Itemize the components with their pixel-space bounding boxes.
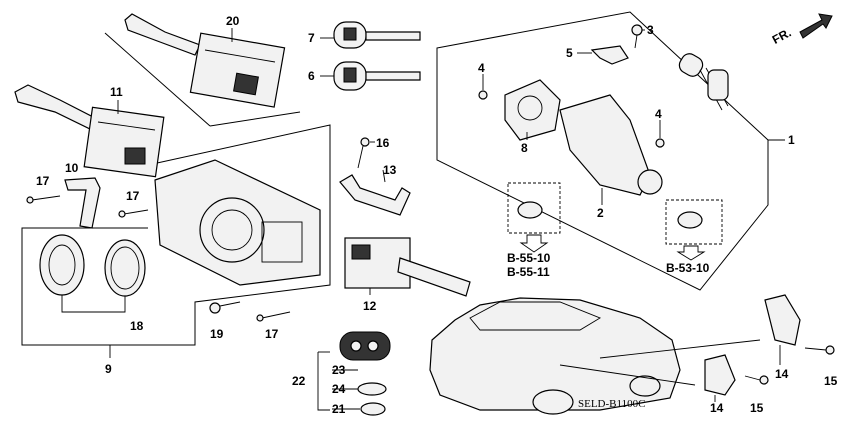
part-label: 21 bbox=[332, 402, 346, 416]
part-label: 23 bbox=[332, 363, 346, 377]
part-label: 15 bbox=[750, 401, 764, 415]
part-label: 19 bbox=[210, 327, 224, 341]
part-label: 8 bbox=[521, 141, 528, 155]
part-label: 5 bbox=[566, 46, 573, 60]
switch-base-line bbox=[104, 32, 301, 127]
part-label: 2 bbox=[597, 206, 604, 220]
part-label: 6 bbox=[308, 69, 315, 83]
screw-part bbox=[26, 195, 291, 322]
lock-set-frame bbox=[436, 11, 785, 291]
part-label: 7 bbox=[308, 31, 315, 45]
part-label: 1 bbox=[788, 133, 795, 147]
part-label: 17 bbox=[126, 189, 140, 203]
front-direction-arrow-icon bbox=[799, 13, 833, 39]
key-part bbox=[333, 21, 421, 91]
bolt-part bbox=[209, 301, 241, 314]
part-label: 24 bbox=[332, 382, 346, 396]
steering-lock-part bbox=[559, 94, 663, 196]
part-label: 14 bbox=[710, 401, 724, 415]
part-label: 12 bbox=[363, 299, 377, 313]
vehicle-outline bbox=[429, 297, 761, 415]
part-label: 10 bbox=[65, 161, 79, 175]
leader-lines bbox=[109, 28, 781, 410]
part-label: 11 bbox=[110, 85, 123, 99]
part-label: 14 bbox=[775, 367, 789, 381]
trunk-cylinder-box bbox=[665, 199, 723, 261]
combination-switch-frame bbox=[21, 124, 331, 346]
bracket-part bbox=[64, 177, 101, 229]
part-label: 13 bbox=[383, 163, 397, 177]
drawing-code: SELD-B1100C bbox=[578, 398, 645, 410]
part-label: 18 bbox=[130, 319, 144, 333]
part-label: 22 bbox=[292, 374, 306, 388]
orientation-label: FR. bbox=[770, 25, 794, 46]
section-reference: B-53-10 bbox=[666, 261, 710, 275]
door-cylinder-box bbox=[507, 182, 561, 253]
bolt-part bbox=[357, 137, 370, 169]
cruise-switch-part bbox=[344, 237, 471, 297]
key-part bbox=[678, 53, 729, 111]
part-label: 9 bbox=[105, 362, 112, 376]
part-label: 4 bbox=[655, 107, 662, 121]
slip-ring-part bbox=[39, 234, 146, 313]
lighting-switch-part bbox=[14, 84, 165, 178]
clamp-part bbox=[590, 45, 629, 65]
part-label: 4 bbox=[478, 61, 485, 75]
section-reference: B-55-10 bbox=[507, 251, 551, 265]
part-label: 17 bbox=[265, 327, 279, 341]
part-label: 16 bbox=[376, 136, 390, 150]
cable-reel-part bbox=[154, 159, 321, 286]
part-label: 15 bbox=[824, 374, 838, 388]
remote-transmitter-part bbox=[317, 331, 391, 416]
part-label: 20 bbox=[226, 14, 240, 28]
door-lock-part bbox=[704, 294, 801, 396]
section-reference: B-55-11 bbox=[507, 265, 550, 279]
part-label: 17 bbox=[36, 174, 50, 188]
bolt-part bbox=[744, 345, 835, 385]
part-label: 3 bbox=[647, 23, 654, 37]
wiper-switch-part bbox=[124, 13, 286, 108]
bracket-part bbox=[339, 174, 411, 216]
ignition-cylinder-part bbox=[504, 79, 561, 141]
